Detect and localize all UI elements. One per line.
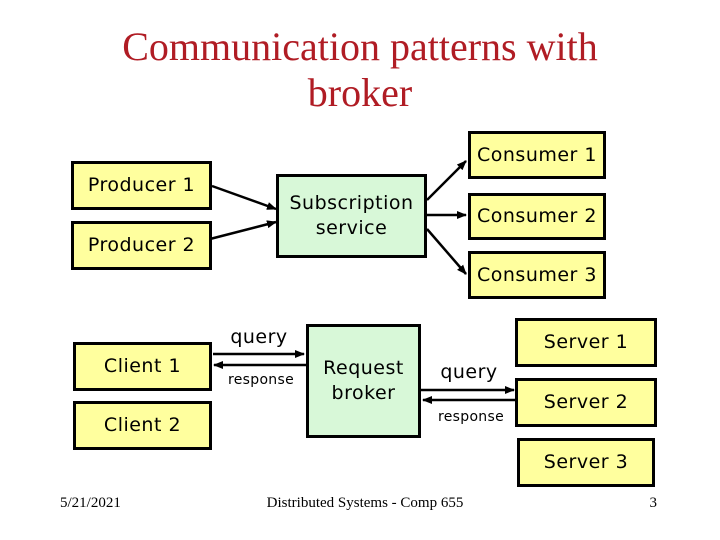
- slide-title-line2: broker: [307, 70, 413, 115]
- producer-1-box: Producer 1: [71, 161, 212, 210]
- arrow-subscription-to-consumer3: [426, 228, 467, 275]
- slide-title: Communication patterns with broker: [0, 24, 720, 116]
- consumer-1-box: Consumer 1: [468, 131, 606, 179]
- query-label-client-side: query: [230, 326, 288, 348]
- response-label-server-side: response: [438, 409, 504, 425]
- arrow-subscription-to-consumer1: [426, 160, 467, 201]
- request-broker-label-line1: Request: [323, 357, 404, 380]
- server-3-label: Server 3: [543, 451, 629, 474]
- server-3-box: Server 3: [517, 438, 655, 487]
- server-1-box: Server 1: [515, 318, 657, 367]
- footer-course-title: Distributed Systems - Comp 655: [266, 495, 464, 511]
- request-broker-box: Request broker: [306, 324, 421, 438]
- footer-page-number: 3: [649, 495, 658, 511]
- request-broker-label-line2: broker: [331, 382, 396, 404]
- slide-title-line1: Communication patterns with: [122, 24, 598, 69]
- arrow-producer2-to-subscription: [209, 220, 277, 241]
- client-1-label: Client 1: [103, 355, 182, 378]
- response-label-client-side: response: [228, 372, 294, 388]
- server-2-box: Server 2: [515, 378, 657, 427]
- producer-2-box: Producer 2: [71, 221, 212, 270]
- server-1-label: Server 1: [543, 331, 629, 354]
- producer-2-label: Producer 2: [87, 234, 196, 257]
- footer-date: 5/21/2021: [60, 495, 121, 511]
- subscription-service-label-line1: Subscription: [289, 192, 414, 215]
- subscription-service-box: Subscription service: [276, 174, 427, 258]
- consumer-2-label: Consumer 2: [476, 205, 597, 228]
- query-label-server-side: query: [440, 361, 498, 383]
- client-2-label: Client 2: [103, 414, 182, 437]
- server-2-label: Server 2: [543, 391, 629, 414]
- arrow-producer1-to-subscription: [211, 184, 277, 211]
- slide-footer: 5/21/2021 Distributed Systems - Comp 655…: [0, 495, 720, 515]
- producer-1-label: Producer 1: [87, 174, 196, 197]
- consumer-3-label: Consumer 3: [476, 263, 597, 286]
- subscription-service-label-line2: service: [315, 217, 388, 239]
- consumer-1-label: Consumer 1: [476, 143, 597, 166]
- client-2-box: Client 2: [73, 401, 212, 450]
- client-1-box: Client 1: [73, 342, 212, 391]
- consumer-3-box: Consumer 3: [468, 251, 606, 299]
- consumer-2-box: Consumer 2: [468, 193, 606, 240]
